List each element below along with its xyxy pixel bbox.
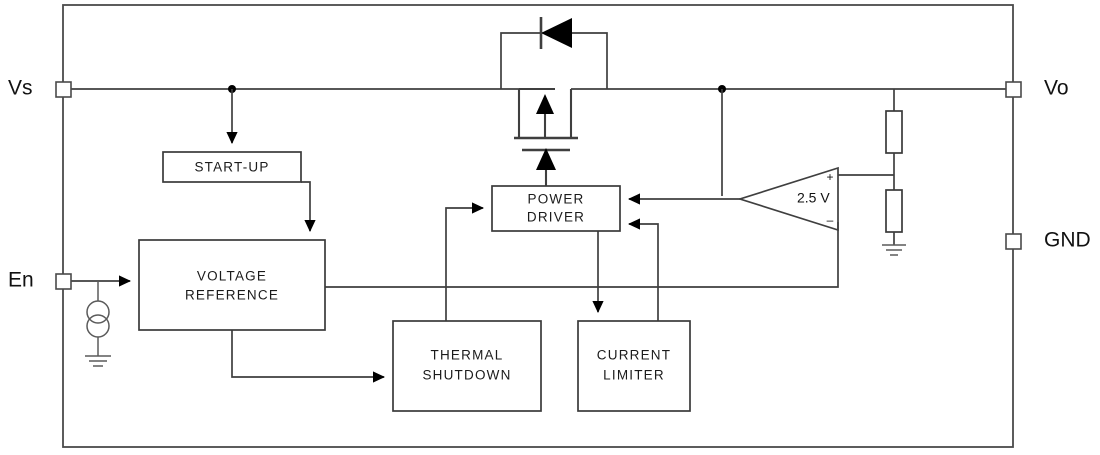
- pin-gnd[interactable]: GND: [1005, 229, 1091, 252]
- block-voltage-reference-box: [138, 239, 326, 331]
- block-voltage-reference-label-line-0: VOLTAGE: [197, 269, 267, 284]
- pin-en[interactable]: En: [8, 269, 72, 292]
- ic-outer-boundary: [62, 4, 1014, 448]
- ground-symbol-divider-icon: [882, 244, 906, 256]
- pin-gnd-label: GND: [1044, 229, 1091, 252]
- block-current-limiter[interactable]: CURRENT LIMITER: [577, 320, 691, 412]
- wire-startup-to-vref: [301, 181, 316, 233]
- ground-symbol-enable-icon: [85, 355, 111, 367]
- pin-vs[interactable]: Vs: [8, 77, 72, 100]
- block-start-up[interactable]: START-UP: [162, 151, 302, 183]
- block-start-up-label-line-0: START-UP: [194, 160, 269, 175]
- block-power-driver[interactable]: POWER DRIVER: [491, 185, 621, 232]
- feedback-resistor-top: [885, 110, 903, 154]
- pin-en-box: [55, 273, 72, 290]
- block-thermal-shutdown-box: [392, 320, 542, 412]
- body-diode-icon: [539, 17, 572, 49]
- pin-vs-label: Vs: [8, 77, 33, 100]
- wire-vref-to-amp-minus: [325, 222, 839, 288]
- amp-minus-sign: –: [827, 213, 834, 227]
- block-thermal-shutdown-label-line-0: THERMAL: [431, 348, 504, 363]
- block-thermal-shutdown[interactable]: THERMAL SHUTDOWN: [392, 320, 542, 412]
- block-voltage-reference-label-line-1: REFERENCE: [185, 288, 279, 303]
- pin-vo-label: Vo: [1044, 77, 1069, 100]
- pin-vo[interactable]: Vo: [1005, 77, 1069, 100]
- pin-vs-box: [55, 81, 72, 98]
- pin-gnd-box: [1005, 233, 1022, 250]
- block-voltage-reference[interactable]: VOLTAGE REFERENCE: [138, 239, 326, 331]
- pin-en-label: En: [8, 269, 34, 292]
- block-power-driver-label-line-0: POWER: [527, 192, 584, 207]
- amp-plus-sign: +: [826, 170, 833, 184]
- wire-vref-to-thermal-shutdown: [231, 330, 386, 383]
- block-current-limiter-box: [577, 320, 691, 412]
- enable-current-source-icon: [86, 300, 110, 338]
- wire-thermal-shutdown-to-power-driver: [445, 202, 485, 321]
- block-power-driver-box: [491, 185, 621, 232]
- pin-vo-box: [1005, 81, 1022, 98]
- feedback-resistor-bottom: [885, 189, 903, 233]
- block-power-driver-label-line-1: DRIVER: [527, 210, 585, 225]
- wire-body-diode-loop: [500, 32, 608, 89]
- amp-reference-voltage-label: 2.5 V: [797, 190, 830, 206]
- pass-mosfet-icon: [514, 87, 578, 186]
- block-start-up-box: [162, 151, 302, 183]
- wire-current-limiter-to-power-driver: [627, 218, 659, 321]
- block-thermal-shutdown-label-line-1: SHUTDOWN: [422, 368, 511, 383]
- error-amplifier-icon: [737, 166, 839, 232]
- block-current-limiter-label-line-0: CURRENT: [597, 348, 671, 363]
- block-current-limiter-label-line-1: LIMITER: [603, 368, 665, 383]
